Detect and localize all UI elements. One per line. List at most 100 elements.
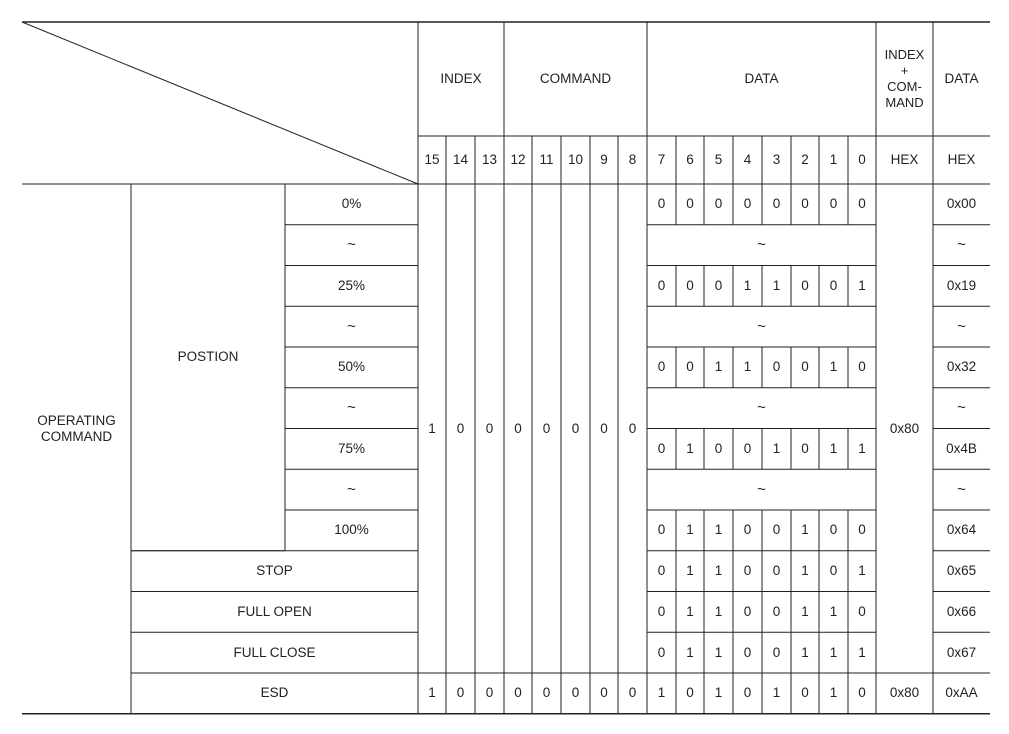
data-bit: 1 (858, 644, 866, 660)
data-bit: 0 (657, 563, 666, 579)
esd-index-command-hex: 0x80 (889, 685, 920, 701)
bit-number-header: 1 (829, 152, 838, 167)
header-index-command-line: MAND (885, 95, 924, 110)
data-bit: 0 (743, 522, 752, 538)
data-bit: 0 (657, 359, 666, 375)
index-command-hex: 0x80 (889, 420, 920, 436)
data-bit: 0 (829, 277, 838, 293)
bit-number-header: 14 (452, 152, 469, 167)
bit-number-header: 2 (801, 152, 809, 167)
esd-data-hex: 0xAA (945, 685, 978, 701)
data-bit: 0 (657, 603, 666, 619)
data-bit: 0 (686, 359, 694, 375)
esd-bit: 0 (686, 685, 694, 701)
data-range-tilde: ~ (757, 236, 766, 254)
bit-number-header: 3 (772, 152, 781, 167)
data-hex-value: 0x19 (946, 277, 977, 293)
operating-command-label-line: COMMAND (40, 428, 113, 444)
bit-number-header: 6 (686, 152, 694, 167)
data-bit: 0 (657, 277, 666, 293)
data-bit: 0 (858, 603, 866, 619)
header-index: INDEX (440, 71, 482, 86)
esd-bit: 0 (801, 685, 809, 701)
position-row-label: 25% (337, 277, 366, 293)
data-bit: 1 (829, 359, 838, 375)
esd-bit: 0 (628, 685, 637, 701)
data-hex-tilde: ~ (957, 317, 966, 335)
data-bit: 1 (801, 563, 809, 579)
data-bit: 0 (657, 196, 666, 212)
data-bit: 0 (743, 563, 752, 579)
esd-bit: 0 (858, 685, 866, 701)
header-hex-2: HEX (947, 152, 976, 167)
data-bit: 0 (772, 563, 781, 579)
header-index-command-line: COM- (887, 79, 922, 94)
bit-number-header: 5 (714, 152, 723, 167)
esd-bit: 0 (514, 685, 522, 701)
command-row-label: FULL CLOSE (233, 644, 316, 660)
data-range-tilde: ~ (757, 399, 766, 417)
header-data-hex-group: DATA (944, 71, 979, 86)
data-hex-value: 0x65 (946, 563, 977, 579)
data-bit: 0 (801, 359, 809, 375)
index-command-bit: 0 (571, 420, 580, 436)
data-hex-value: 0x64 (946, 522, 977, 538)
command-row-label: STOP (256, 563, 293, 579)
position-row-label: 100% (334, 522, 369, 538)
data-hex-value: 0x4B (946, 440, 977, 456)
esd-bit: 1 (772, 685, 781, 701)
data-bit: 0 (714, 196, 723, 212)
data-bit: 0 (858, 522, 866, 538)
position-row-label: 0% (341, 196, 362, 212)
index-command-bit: 0 (485, 420, 494, 436)
data-range-tilde: ~ (757, 480, 766, 498)
data-hex-value: 0x00 (946, 196, 977, 212)
data-bit: 1 (686, 644, 694, 660)
index-command-bit: 0 (542, 420, 551, 436)
data-bit: 1 (714, 603, 723, 619)
index-command-bit: 0 (456, 420, 465, 436)
data-bit: 0 (858, 359, 866, 375)
bit-number-header: 13 (481, 152, 498, 167)
data-bit: 0 (714, 277, 723, 293)
data-bit: 0 (858, 196, 866, 212)
data-hex-value: 0x67 (946, 644, 977, 660)
data-bit: 1 (686, 603, 694, 619)
position-range-tilde: ~ (347, 480, 356, 498)
data-bit: 0 (801, 440, 809, 456)
bit-number-header: 4 (743, 152, 752, 167)
data-bit: 0 (801, 277, 809, 293)
position-row-label: 50% (337, 359, 366, 375)
data-bit: 1 (829, 440, 838, 456)
data-bit: 1 (686, 563, 694, 579)
data-bit: 0 (829, 563, 838, 579)
data-bit: 0 (829, 522, 838, 538)
data-bit: 1 (801, 644, 809, 660)
data-bit: 1 (714, 522, 723, 538)
data-bit: 1 (714, 563, 723, 579)
bit-number-header: 0 (858, 152, 866, 167)
data-bit: 1 (772, 440, 781, 456)
position-range-tilde: ~ (347, 399, 356, 417)
bit-number-header: 8 (628, 152, 637, 167)
data-range-tilde: ~ (757, 317, 766, 335)
operating-command-label-line: OPERATING (37, 412, 116, 428)
data-bit: 1 (829, 603, 838, 619)
esd-label: ESD (260, 685, 289, 701)
data-bit: 0 (657, 644, 666, 660)
header-diagonal (21, 21, 419, 185)
index-command-bit: 1 (428, 420, 436, 436)
data-bit: 1 (743, 359, 752, 375)
esd-bit: 0 (456, 685, 465, 701)
data-bit: 0 (772, 359, 781, 375)
esd-bit: 0 (542, 685, 551, 701)
data-bit: 0 (772, 522, 781, 538)
bit-number-header: 15 (424, 152, 440, 167)
data-bit: 1 (829, 644, 838, 660)
index-command-bit: 0 (514, 420, 522, 436)
position-range-tilde: ~ (347, 236, 356, 254)
data-bit: 0 (657, 522, 666, 538)
data-hex-value: 0x32 (946, 359, 977, 375)
command-row-label: FULL OPEN (237, 603, 312, 619)
